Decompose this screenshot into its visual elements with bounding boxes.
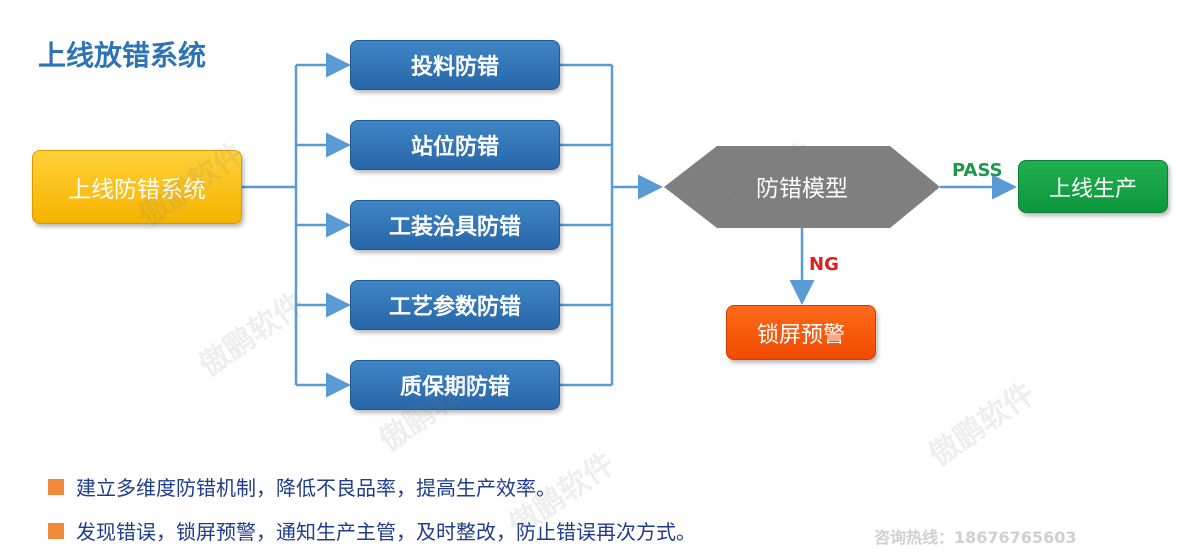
decision-diamond-shape <box>664 146 940 228</box>
check-node-feeding: 投料防错 <box>350 40 560 90</box>
bullet-square-icon <box>48 522 64 539</box>
check-node-station: 站位防错 <box>350 120 560 170</box>
source-node: 上线防错系统 <box>32 150 242 224</box>
ng-target-node: 锁屏预警 <box>726 305 876 360</box>
bullet-text-2: 发现错误，锁屏预警，通知生产主管，及时整改，防止错误再次方式。 <box>76 520 696 544</box>
check-node-shelf-life: 质保期防错 <box>350 360 560 410</box>
bullet-item-1: 建立多维度防错机制，降低不良品率，提高生产效率。 <box>48 472 556 501</box>
page-title: 上线放错系统 <box>38 39 207 72</box>
pass-target-node: 上线生产 <box>1018 160 1168 213</box>
bullet-text-1: 建立多维度防错机制，降低不良品率，提高生产效率。 <box>76 476 556 500</box>
bullet-square-icon <box>48 478 64 495</box>
decision-node: 防错模型 <box>756 176 848 202</box>
check-node-fixture: 工装治具防错 <box>350 200 560 250</box>
ng-label: NG <box>809 254 839 275</box>
bullet-item-2: 发现错误，锁屏预警，通知生产主管，及时整改，防止错误再次方式。 <box>48 516 696 545</box>
check-node-process-params: 工艺参数防错 <box>350 280 560 330</box>
pass-label: PASS <box>952 160 1003 181</box>
hotline-watermark: 咨询热线：18676765603 <box>874 528 1077 547</box>
